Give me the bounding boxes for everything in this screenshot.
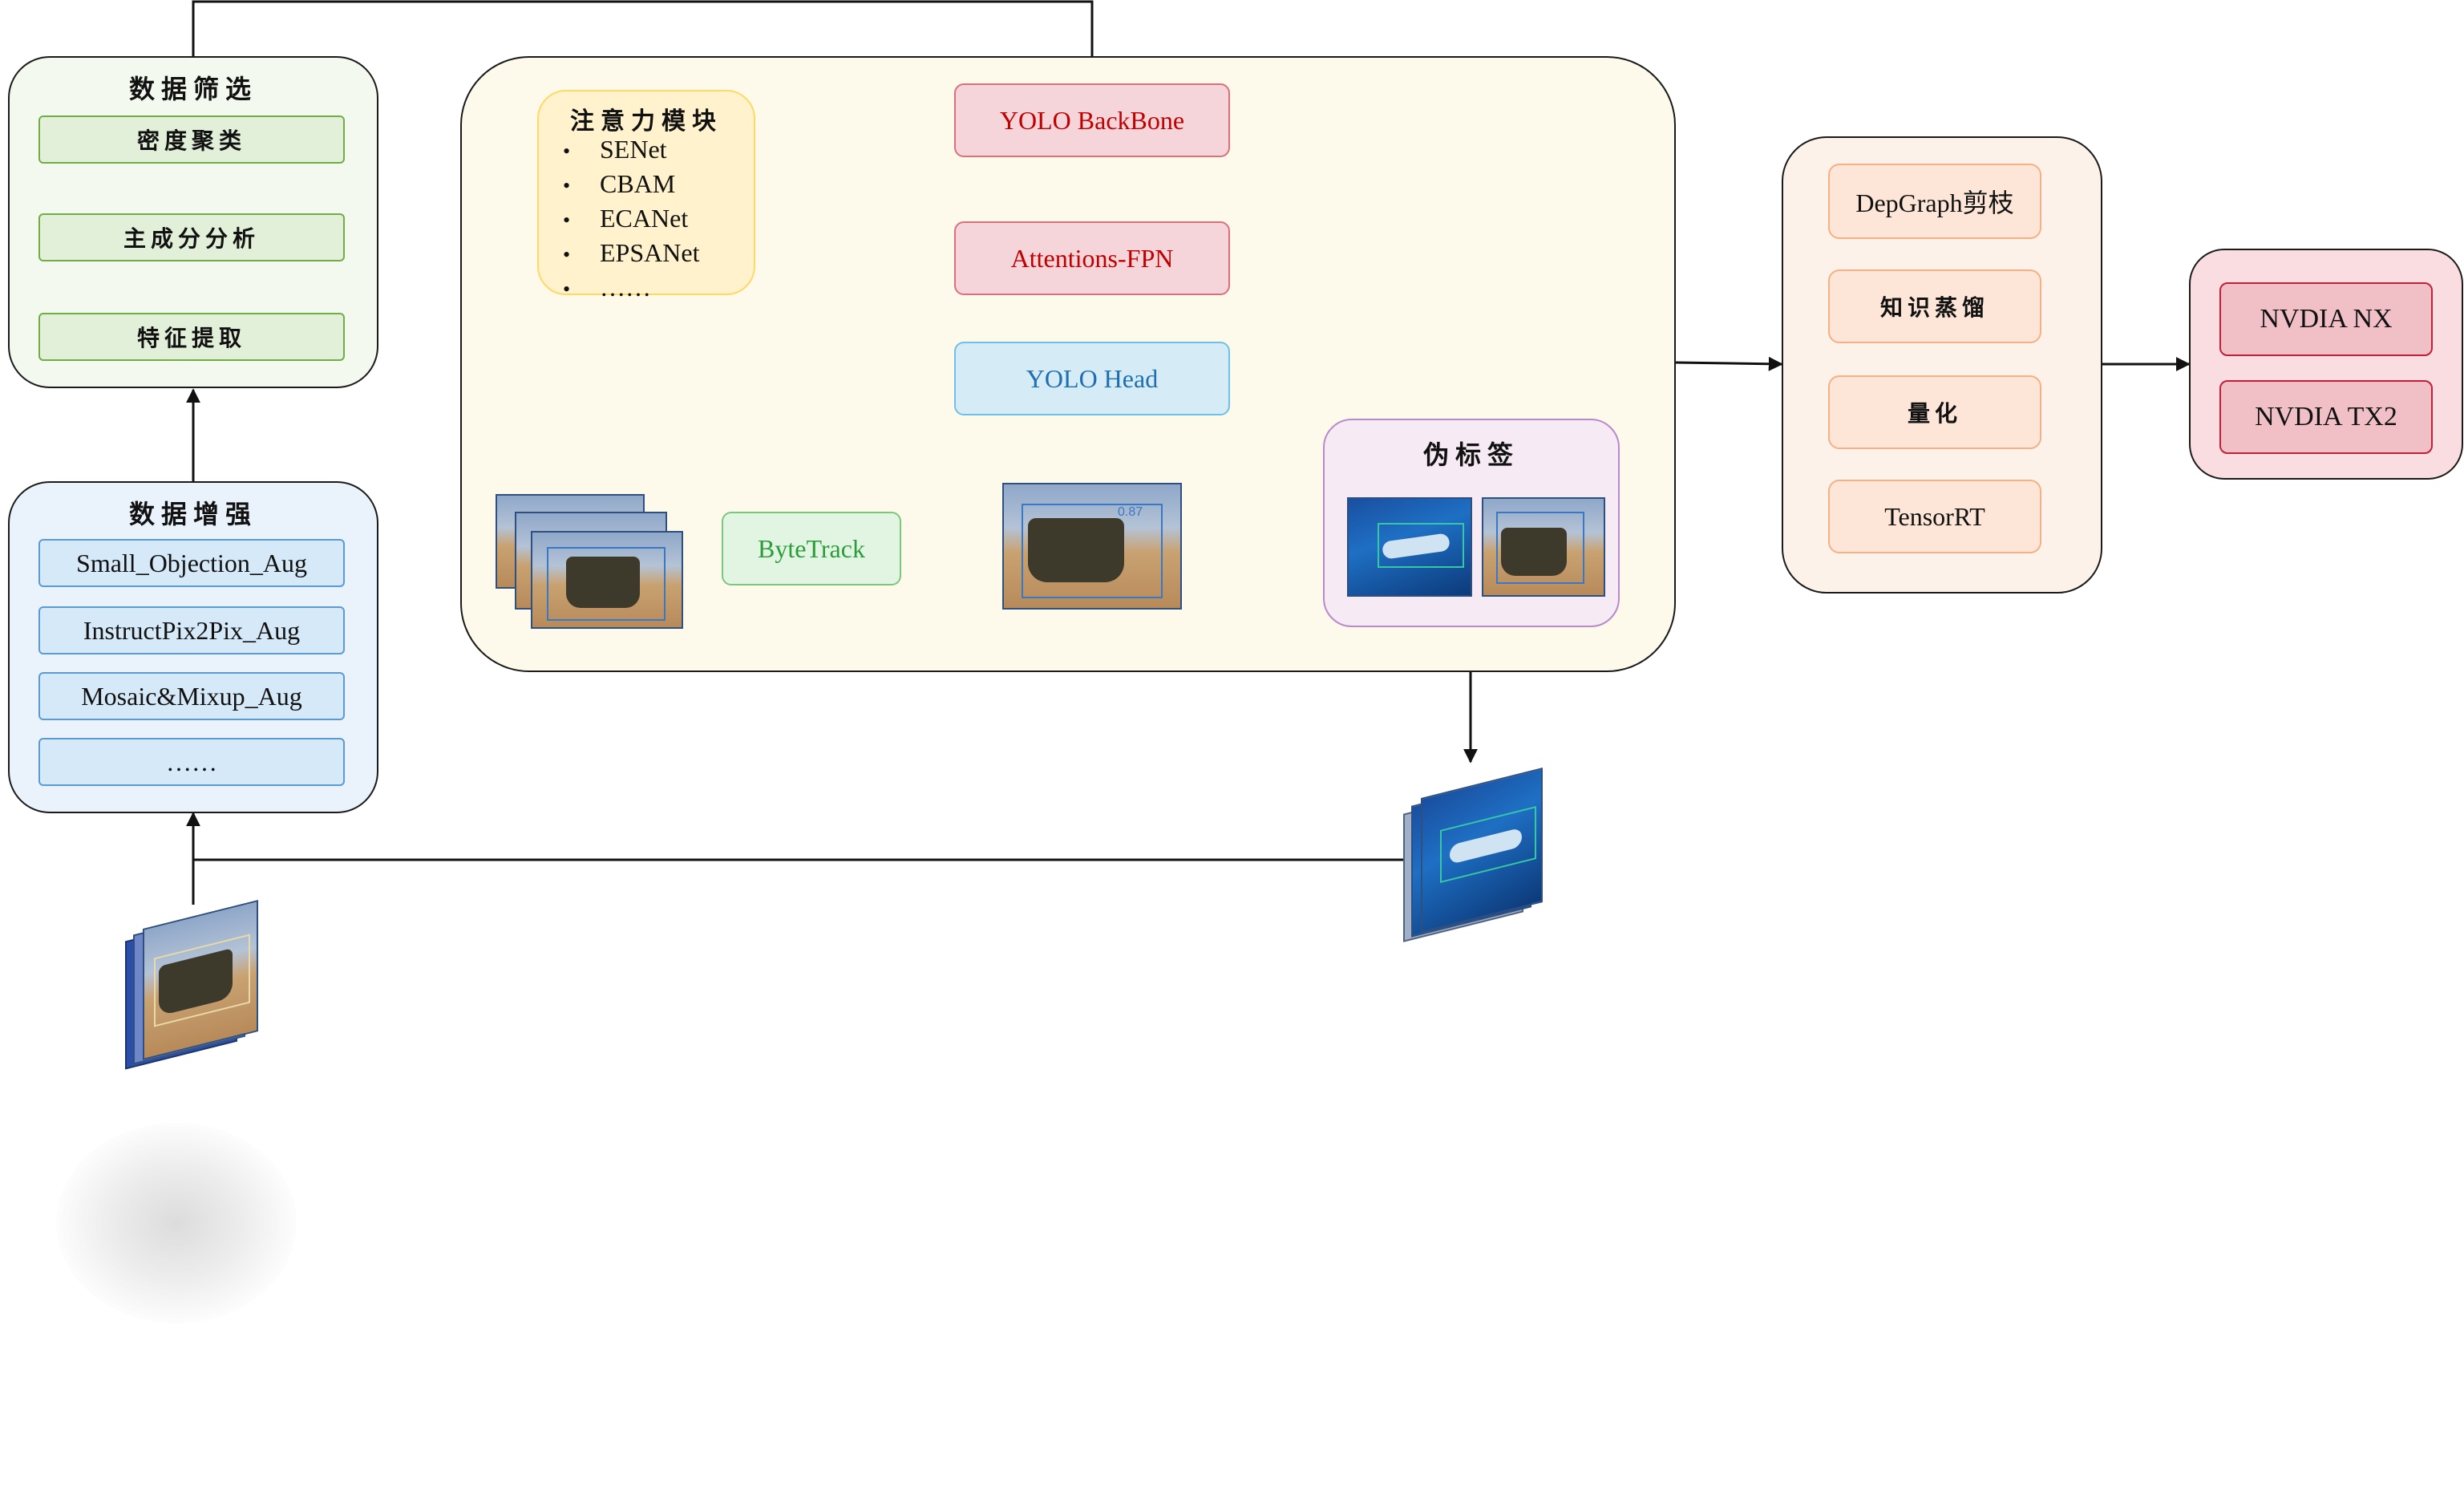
pseudo-label-title: 伪标签 bbox=[1422, 440, 1519, 469]
quantization-item[interactable]: 量化 bbox=[1828, 375, 2041, 449]
pseudo-bbox bbox=[1378, 523, 1464, 568]
attention-item: EPSANet bbox=[563, 237, 699, 271]
tensorrt-item[interactable]: TensorRT bbox=[1828, 480, 2041, 553]
tracking-bbox bbox=[547, 547, 666, 621]
pseudo-bbox bbox=[1496, 512, 1584, 584]
pseudo-label-sea-image bbox=[1347, 497, 1472, 597]
detection-score: 0.87 bbox=[1118, 505, 1143, 519]
attention-item: …… bbox=[563, 271, 699, 306]
deploy-panel: NVDIA NX NVDIA TX2 bbox=[2189, 249, 2463, 480]
data-filter-title: 数据筛选 bbox=[128, 75, 257, 103]
knowledge-distillation-item[interactable]: 知识蒸馏 bbox=[1828, 269, 2041, 343]
depgraph-pruning-item[interactable]: DepGraph剪枝 bbox=[1828, 164, 2041, 239]
input-bbox bbox=[154, 934, 250, 1027]
pca-step[interactable]: 主成分分析 bbox=[38, 213, 345, 261]
detection-bbox bbox=[1022, 504, 1163, 598]
arrow-model-to-compression bbox=[1675, 356, 1783, 371]
aug-small-objection[interactable]: Small_Objection_Aug bbox=[38, 539, 345, 587]
aug-instructpix2pix[interactable]: InstructPix2Pix_Aug bbox=[38, 606, 345, 654]
feature-extraction-step[interactable]: 特征提取 bbox=[38, 313, 345, 361]
arrow-filter-to-backbone bbox=[192, 0, 1099, 85]
data-augment-panel: 数据增强 Small_Objection_Aug InstructPix2Pix… bbox=[8, 481, 378, 813]
shadow-blob bbox=[56, 1123, 297, 1323]
detection-result-image: 0.87 bbox=[1002, 483, 1182, 610]
pseudo-label-stack bbox=[1403, 751, 1544, 942]
aug-mosaic-mixup[interactable]: Mosaic&Mixup_Aug bbox=[38, 672, 345, 720]
attention-item: ECANet bbox=[563, 202, 699, 237]
input-images-stack bbox=[125, 882, 261, 1075]
vehicle-shape bbox=[1501, 528, 1567, 576]
compression-panel: DepGraph剪枝 知识蒸馏 量化 TensorRT bbox=[1782, 136, 2102, 594]
data-filter-panel: 数据筛选 密度聚类 主成分分析 特征提取 bbox=[8, 56, 378, 388]
bytetrack-box[interactable]: ByteTrack bbox=[722, 512, 901, 585]
aug-more[interactable]: …… bbox=[38, 738, 345, 786]
attention-item: CBAM bbox=[563, 168, 699, 202]
attention-item: SENet bbox=[563, 133, 699, 168]
tracking-frame bbox=[531, 531, 683, 629]
pseudo-label-box: 伪标签 bbox=[1323, 419, 1620, 627]
vehicle-shape bbox=[1028, 518, 1124, 582]
attention-modules-box: 注意力模块 SENet CBAM ECANet EPSANet …… bbox=[537, 90, 755, 302]
vehicle-shape bbox=[566, 557, 640, 608]
yolo-backbone-box[interactable]: YOLO BackBone bbox=[954, 83, 1230, 157]
attention-modules-list: SENet CBAM ECANet EPSANet …… bbox=[563, 133, 699, 306]
pseudo-label-desert-image bbox=[1482, 497, 1605, 597]
attention-modules-title: 注意力模块 bbox=[570, 108, 722, 135]
data-augment-title: 数据增强 bbox=[128, 500, 257, 529]
nvdia-nx-item[interactable]: NVDIA NX bbox=[2219, 282, 2433, 356]
attentions-fpn-box[interactable]: Attentions-FPN bbox=[954, 221, 1230, 295]
tracking-frames-stack bbox=[496, 494, 686, 630]
density-clustering-step[interactable]: 密度聚类 bbox=[38, 115, 345, 164]
yolo-head-box[interactable]: YOLO Head bbox=[954, 342, 1230, 415]
nvdia-tx2-item[interactable]: NVDIA TX2 bbox=[2219, 380, 2433, 454]
pseudo-bbox bbox=[1440, 806, 1536, 883]
